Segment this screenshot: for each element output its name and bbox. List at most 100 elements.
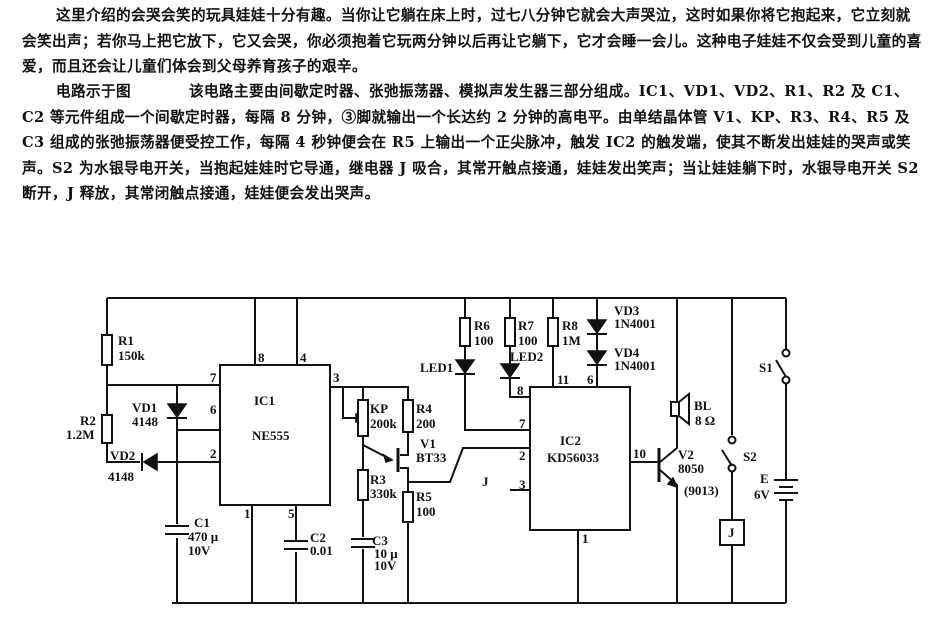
s2-contact	[727, 435, 737, 445]
v2-label: V2	[678, 447, 694, 462]
r3-resistor	[357, 469, 369, 501]
ic1-pin8: 8	[258, 350, 265, 365]
vd1-value: 4148	[132, 414, 159, 429]
ic2-pin10: 10	[633, 446, 646, 461]
r8-label: R8	[562, 318, 578, 333]
vd2-label: VD2	[110, 448, 135, 463]
kp-label: KP	[370, 401, 388, 416]
ic2-pin8: 8	[517, 383, 524, 398]
battery-e	[774, 479, 798, 501]
ic2-pin11: 11	[557, 372, 569, 387]
led1-label: LED1	[420, 360, 453, 375]
c3-capacitor	[351, 538, 375, 548]
r6-resistor	[459, 317, 471, 347]
s1-contact	[781, 348, 791, 358]
ic1-chip	[219, 364, 331, 506]
ic1-pin5: 5	[288, 506, 295, 521]
ic1-pin4: 4	[300, 350, 307, 365]
battery-label: E	[760, 471, 769, 486]
r8-resistor	[547, 317, 559, 347]
s2-label: S2	[743, 449, 757, 464]
battery-voltage: 6V	[754, 487, 771, 502]
r2-value: 1.2M	[66, 427, 95, 442]
ic2-pin3: 3	[519, 477, 526, 492]
v1-label: V1	[420, 436, 436, 451]
r2-resistor	[101, 414, 113, 444]
ic2-pin7: 7	[519, 416, 526, 431]
ic1-pin6: 6	[210, 402, 217, 417]
r1-label: R1	[118, 333, 134, 348]
ic1-pin7: 7	[210, 370, 217, 385]
vd3-label: VD3	[614, 303, 640, 318]
r5-label: R5	[416, 489, 432, 504]
led2-diode	[499, 363, 521, 379]
c1-value: 470 μ	[188, 529, 219, 544]
v2-alt-model: (9013)	[684, 483, 719, 498]
v2-model: 8050	[678, 461, 704, 476]
relay-contact-label: J	[482, 474, 489, 489]
bl-label: BL	[694, 398, 712, 413]
r4-value: 200	[416, 416, 436, 431]
relay-label: J	[728, 525, 735, 540]
r6-value: 100	[474, 333, 494, 348]
r5-value: 100	[416, 504, 436, 519]
c2-label: C2	[310, 530, 326, 545]
c3-label: C3	[372, 533, 388, 548]
r4-label: R4	[416, 401, 432, 416]
led2-label: LED2	[510, 349, 543, 364]
s2-switch	[721, 449, 733, 467]
circuit-description-text: 该电路主要由间歇定时器、张弛振荡器、模拟声发生器三部分组成。IC1、VD1、VD…	[22, 83, 919, 202]
r3-value: 330k	[370, 486, 398, 501]
c3-value: 10 μ	[374, 546, 398, 561]
r2-label: R2	[80, 413, 96, 428]
ic2-chip	[529, 386, 631, 531]
c1-label: C1	[194, 515, 210, 530]
r7-label: R7	[518, 318, 534, 333]
r7-value: 100	[518, 333, 538, 348]
r7-resistor	[504, 317, 516, 347]
vd1-diode	[166, 403, 188, 419]
vd2-value: 4148	[108, 469, 135, 484]
ic1-pin2: 2	[210, 446, 217, 461]
figure-reference: 电路示于图	[56, 83, 131, 100]
ic2-model: KD56033	[547, 450, 600, 465]
c2-capacitor	[284, 540, 308, 550]
ic1-pin3: 3	[333, 370, 340, 385]
s1-label: S1	[759, 360, 773, 375]
ic2-pin2: 2	[519, 448, 526, 463]
r5-resistor	[402, 491, 414, 523]
vd1-label: VD1	[132, 400, 157, 415]
vd3-value: 1N4001	[614, 316, 656, 331]
r1-resistor	[101, 334, 113, 366]
c1-capacitor	[165, 525, 189, 535]
c1-voltage: 10V	[188, 543, 211, 558]
vd4-value: 1N4001	[614, 358, 656, 373]
ic2-label: IC2	[560, 433, 581, 448]
r8-value: 1M	[562, 333, 581, 348]
kp-value: 200k	[370, 416, 398, 431]
ic1-pin1: 1	[244, 506, 251, 521]
ic2-pin1: 1	[582, 531, 589, 546]
s1-contact-2	[781, 375, 791, 385]
r3-label: R3	[370, 472, 386, 487]
kp-potentiometer	[357, 399, 369, 437]
ic2-pin6: 6	[587, 372, 594, 387]
vd4-label: VD4	[614, 345, 640, 360]
vd3-diode	[586, 319, 608, 335]
s1-switch	[775, 359, 787, 378]
r1-value: 150k	[118, 348, 146, 363]
r4-resistor	[402, 399, 414, 433]
relay-j-coil	[719, 519, 745, 546]
intro-paragraph: 这里介绍的会哭会笑的玩具娃娃十分有趣。当你让它躺在床上时，过七八分钟它就会大声哭…	[22, 7, 922, 75]
vd4-diode	[586, 350, 608, 366]
v1-model: BT33	[416, 450, 447, 465]
c2-value: 0.01	[310, 543, 333, 558]
output-wires	[630, 298, 787, 603]
ic1-wires	[106, 298, 298, 603]
led1-diode	[454, 359, 476, 375]
ic1-model: NE555	[252, 428, 290, 443]
bl-value: 8 Ω	[695, 413, 715, 428]
c3-voltage: 10V	[374, 558, 397, 573]
vd2-diode	[142, 452, 158, 472]
